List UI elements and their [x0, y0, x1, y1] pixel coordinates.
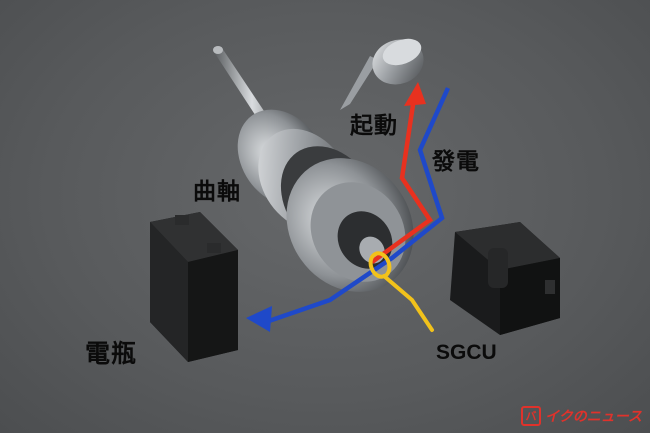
logo-mark-icon: バ	[520, 406, 541, 426]
battery-illustration	[150, 212, 238, 362]
start-label: 起動	[350, 113, 398, 139]
piston-illustration	[340, 38, 424, 110]
generate-label: 發電	[432, 149, 480, 175]
battery-label: 電瓶	[85, 339, 138, 368]
site-logo: バ イクのニュース	[520, 406, 642, 426]
logo-text: イクのニュース	[544, 409, 642, 425]
sgcu-label: SGCU	[436, 341, 497, 364]
start-arrow	[370, 82, 434, 264]
crankshaft-illustration	[213, 46, 414, 292]
sgcu-signal-line	[368, 251, 434, 332]
generate-arrow	[246, 87, 451, 332]
sgcu-unit-illustration	[450, 222, 560, 335]
crankshaft-label: 曲軸	[193, 179, 241, 205]
